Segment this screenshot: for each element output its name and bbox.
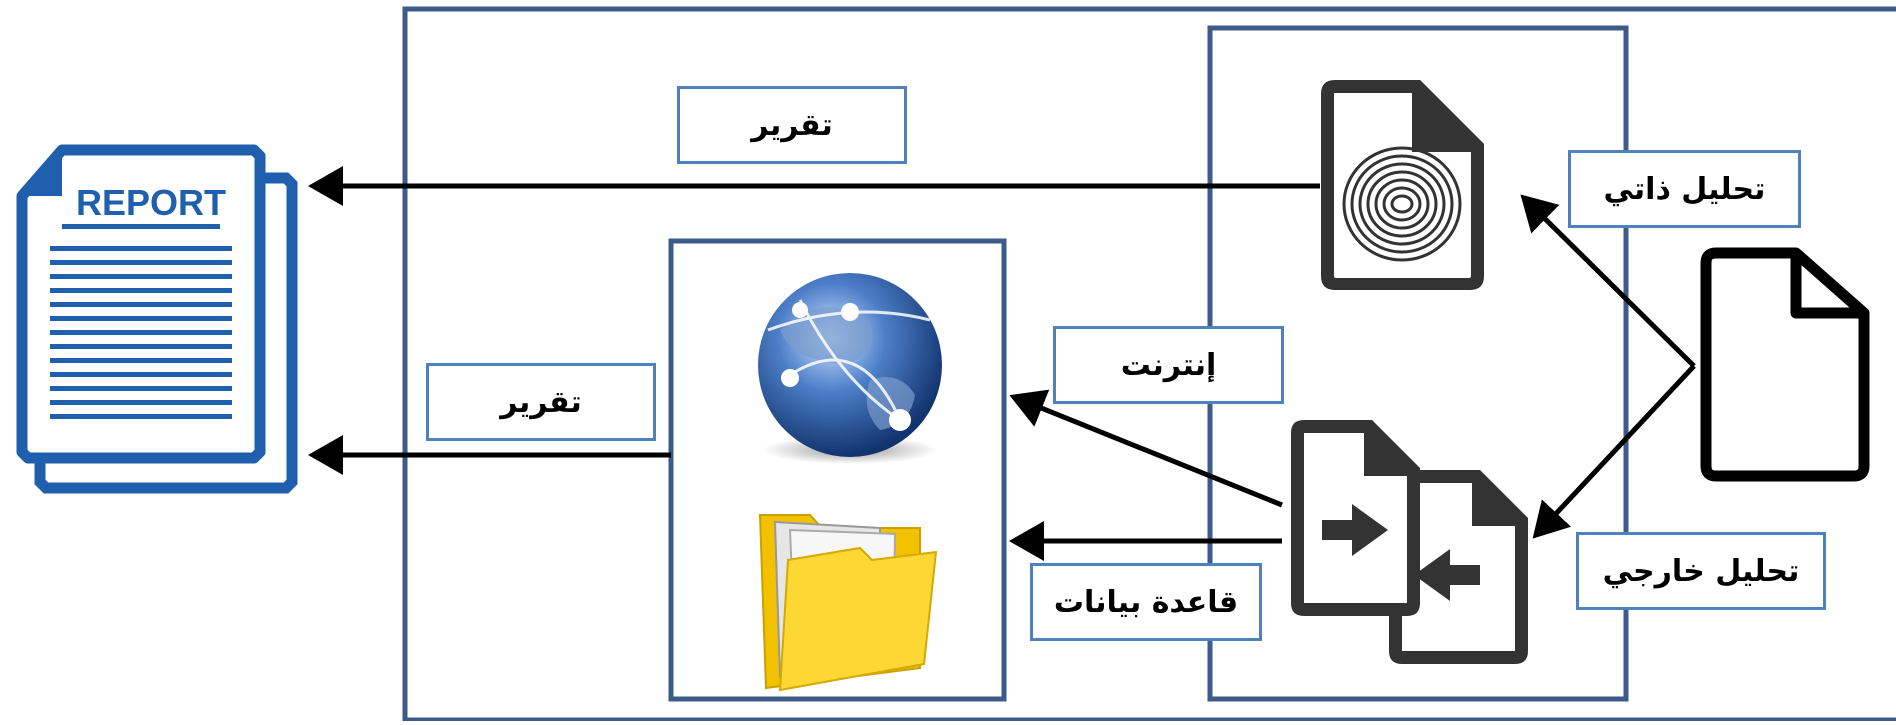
arrow-doc-to-self [1520,194,1696,368]
database-label: قاعدة بيانات [1030,563,1262,641]
folder-icon [758,514,938,692]
globe-network-icon [758,273,942,464]
external-analysis-label: تحليل خارجي [1576,532,1826,610]
fingerprint-file-icon [1321,80,1484,290]
file-compare-icon [1291,420,1528,664]
outer-frame [402,6,1896,723]
report-document-icon: REPORT [16,144,298,494]
report-label-bottom: تقرير [426,363,656,441]
report-title: REPORT [76,182,226,223]
report-lines [50,246,232,419]
internet-label: إنترنت [1053,326,1284,404]
arrow-compare-to-internet [1009,389,1283,508]
blank-document-icon [1700,247,1870,482]
report-label-top: تقرير [677,86,907,164]
self-analysis-label: تحليل ذاتي [1568,150,1801,228]
arrow-doc-to-external [1532,364,1696,539]
sources-frame [668,238,1007,702]
